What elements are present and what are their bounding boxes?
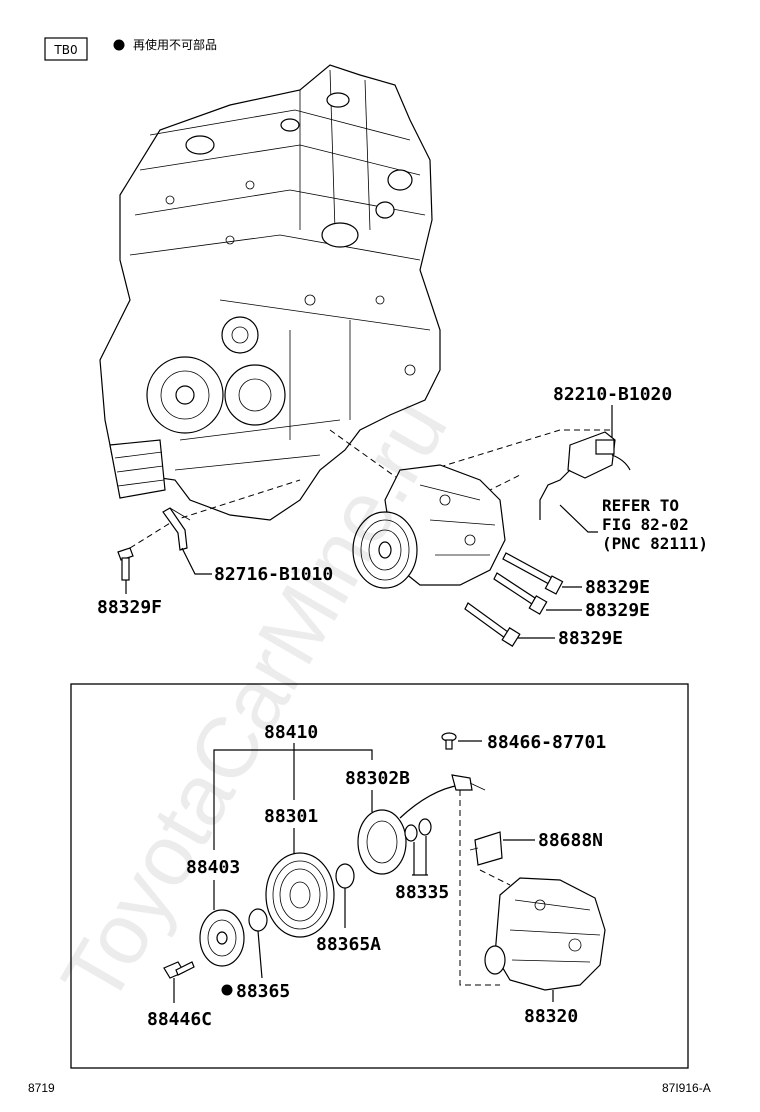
pressure-switch-illustration	[539, 431, 631, 520]
label-88365A: 88365A	[316, 934, 381, 955]
footer-right-code: 87I916-A	[662, 1081, 711, 1095]
section-code-box	[44, 37, 88, 61]
non-reusable-88365-icon	[221, 984, 233, 996]
label-82716-B1010: 82716-B1010	[214, 564, 333, 585]
field-coil-88302B-illustration	[357, 774, 486, 875]
label-88301: 88301	[264, 806, 318, 827]
label-88320: 88320	[524, 1006, 578, 1027]
label-88302B: 88302B	[345, 768, 410, 789]
label-88335: 88335	[395, 882, 449, 903]
snap-ring-88365A-illustration	[335, 863, 355, 889]
label-88329E-2: 88329E	[585, 600, 650, 621]
assembly-line-b	[429, 429, 610, 471]
non-reusable-bullet-icon	[113, 39, 125, 51]
footer-left-code: 8719	[28, 1081, 55, 1095]
label-88446C: 88446C	[147, 1009, 212, 1030]
leader-refer	[559, 504, 598, 533]
assembly-line-a	[329, 429, 401, 481]
detail-guide-a	[459, 790, 500, 986]
label-88329F: 88329F	[97, 597, 162, 618]
shim-88365-illustration	[248, 908, 268, 932]
legend-text: 再使用不可部品	[133, 37, 217, 52]
label-88365: 88365	[236, 981, 290, 1002]
bracket-82716-illustration	[162, 507, 191, 551]
label-88410: 88410	[264, 722, 318, 743]
pulley-88301-illustration	[265, 852, 335, 938]
label-88329E-3: 88329E	[558, 628, 623, 649]
detail-box	[70, 683, 689, 1069]
engine-illustration	[99, 64, 441, 521]
clutch-hub-88403-illustration	[199, 909, 245, 967]
detail-guide-b	[479, 869, 511, 886]
compressor-upper-illustration	[352, 464, 506, 589]
leader-88365	[257, 930, 263, 979]
refer-line-1: REFER TO	[602, 496, 679, 515]
leader-88335	[412, 836, 428, 876]
bolt-88446C-illustration	[163, 961, 195, 979]
bracket-88688N-illustration	[469, 831, 503, 866]
refer-line-3: (PNC 82111)	[602, 534, 708, 553]
refer-line-2: FIG 82-02	[602, 515, 689, 534]
leader-88410	[213, 749, 373, 850]
shims-88335-illustration	[404, 818, 432, 842]
screw-88466-illustration	[441, 732, 457, 750]
label-88329E-1: 88329E	[585, 577, 650, 598]
label-88403: 88403	[186, 857, 240, 878]
leader-82716	[181, 547, 212, 575]
label-88466-87701: 88466-87701	[487, 732, 606, 753]
section-code: TB0	[53, 43, 77, 57]
compressor-88320-illustration	[484, 877, 606, 991]
bolt-88329F-illustration	[117, 547, 134, 581]
label-88688N: 88688N	[538, 830, 603, 851]
bolts-88329E-illustration	[464, 552, 564, 647]
label-82210-B1020: 82210-B1020	[553, 384, 672, 405]
